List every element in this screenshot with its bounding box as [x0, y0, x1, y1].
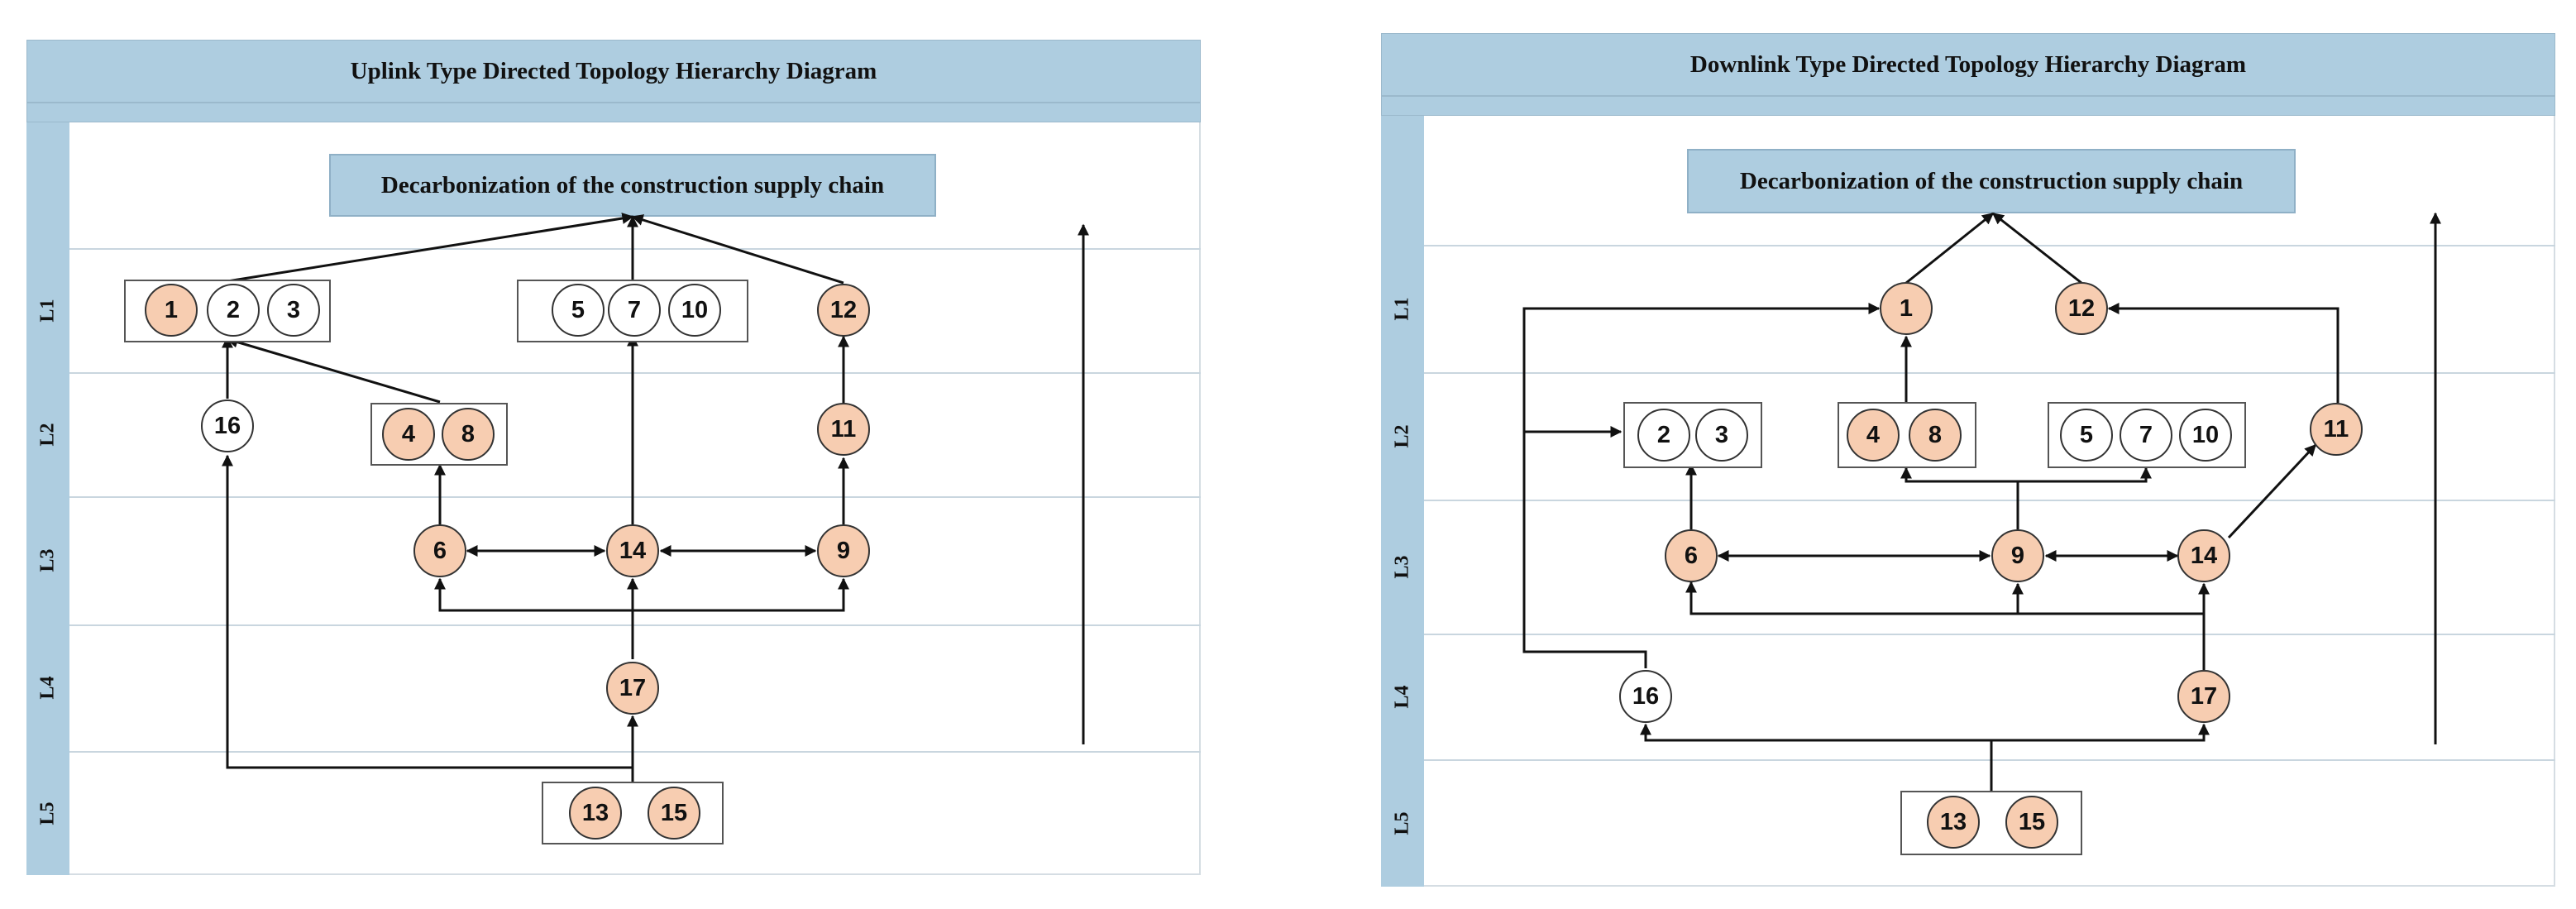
level-divider [1424, 245, 2555, 246]
node: 1 [1880, 282, 1933, 335]
node: 2 [207, 284, 260, 337]
level-divider [69, 248, 1201, 250]
node: 10 [668, 284, 721, 337]
title-underbar [1381, 96, 2555, 116]
level-divider [1424, 634, 2555, 635]
level-divider [69, 751, 1201, 753]
node: 4 [1847, 409, 1900, 462]
node: 9 [1991, 529, 2044, 582]
node: 8 [442, 408, 495, 461]
title-underbar [26, 103, 1201, 122]
node: 6 [1665, 529, 1718, 582]
level-divider [69, 496, 1201, 498]
diagram-title: Uplink Type Directed Topology Hierarchy … [26, 40, 1201, 103]
node: 8 [1909, 409, 1962, 462]
level-divider [69, 372, 1201, 374]
level-sidebar [1381, 116, 1424, 887]
goal-box: Decarbonization of the construction supp… [1687, 149, 2296, 213]
node: 7 [2120, 409, 2172, 462]
node: 11 [817, 403, 870, 456]
node: 11 [2310, 403, 2363, 456]
node: 15 [648, 787, 700, 840]
node: 5 [552, 284, 605, 337]
node: 6 [413, 524, 466, 577]
level-divider [1424, 372, 2555, 374]
node: 3 [1695, 409, 1748, 462]
diagram-title: Downlink Type Directed Topology Hierarch… [1381, 33, 2555, 96]
node: 1 [145, 284, 198, 337]
node: 7 [608, 284, 661, 337]
node: 12 [2055, 282, 2108, 335]
node: 13 [1927, 796, 1980, 849]
node: 17 [606, 662, 659, 715]
node: 5 [2060, 409, 2113, 462]
node: 17 [2177, 670, 2230, 723]
node: 3 [267, 284, 320, 337]
level-divider [69, 624, 1201, 626]
node: 14 [2177, 529, 2230, 582]
node: 16 [201, 399, 254, 452]
node: 13 [569, 787, 622, 840]
connector-lines [222, 213, 1089, 787]
node: 4 [382, 408, 435, 461]
node: 14 [606, 524, 659, 577]
node: 10 [2179, 409, 2232, 462]
level-divider [1424, 759, 2555, 761]
node: 2 [1637, 409, 1690, 462]
level-divider [1424, 500, 2555, 501]
node: 16 [1619, 670, 1672, 723]
node: 15 [2005, 796, 2058, 849]
node: 9 [817, 524, 870, 577]
node: 12 [817, 284, 870, 337]
level-sidebar [26, 122, 69, 875]
